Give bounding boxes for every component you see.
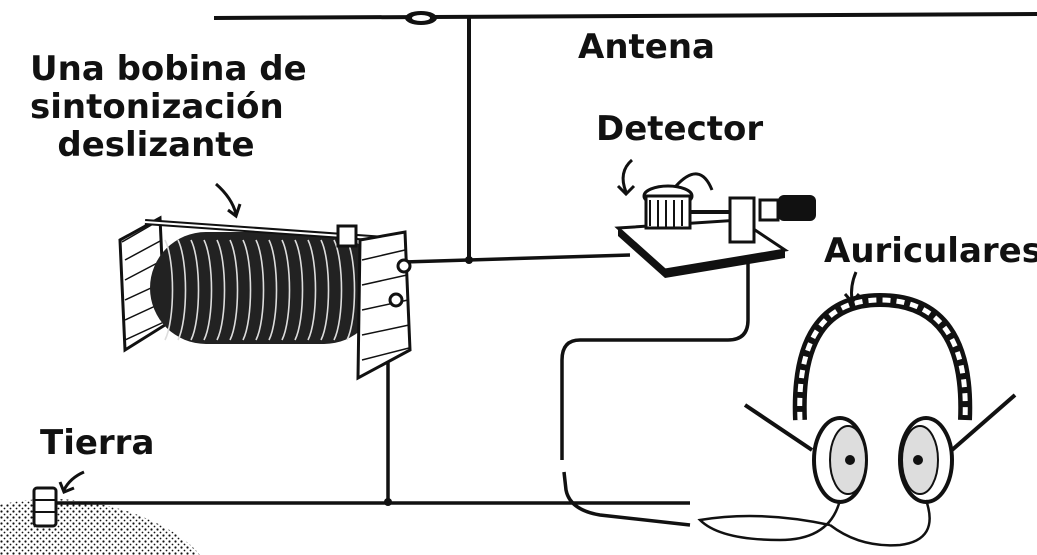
crystal-detector (614, 172, 816, 278)
ground-soil (0, 486, 200, 555)
tuning-coil-label-line-2: sintonización (30, 87, 284, 128)
circuit-wires (52, 253, 750, 527)
pointer-arrows (58, 158, 861, 494)
detector-label: Detector (596, 109, 764, 149)
ground-label: Tierra (40, 423, 155, 463)
tuning-coil (118, 215, 412, 381)
antenna-wire (213, 11, 1037, 264)
tuning-coil-label: Una bobina de sintonización deslizante (30, 49, 307, 166)
headphones (697, 292, 1017, 547)
antenna-label: Antena (578, 27, 715, 67)
tuning-coil-label-line-3: deslizante (57, 125, 255, 166)
headphones-label: Auriculares (824, 231, 1037, 271)
tuning-coil-label-line-1: Una bobina de (30, 49, 307, 89)
